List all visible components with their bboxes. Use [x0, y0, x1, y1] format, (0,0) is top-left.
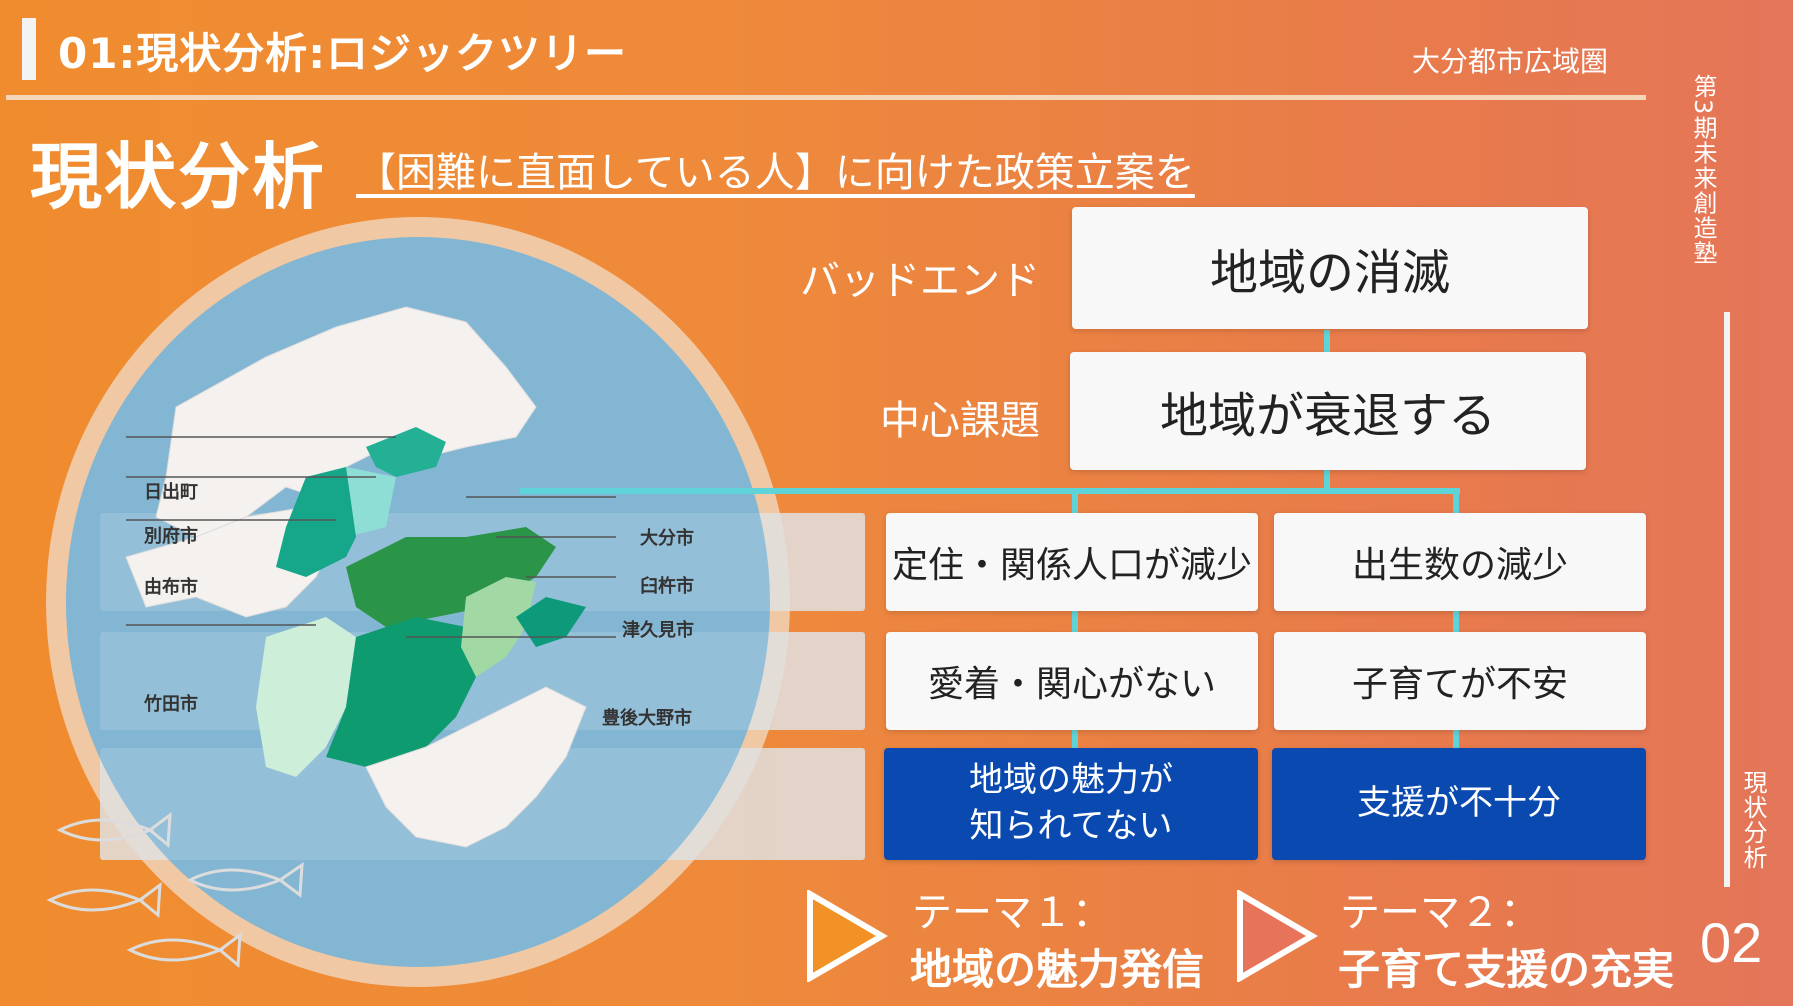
map-label-hiji: 日出町 — [144, 482, 198, 503]
map-tsukumi — [516, 597, 586, 647]
cause-box-left-2: 愛着・関心がない — [886, 632, 1258, 730]
map-label-beppu: 別府市 — [144, 526, 198, 547]
map-usuki — [461, 577, 536, 677]
header-accent-bar — [22, 18, 36, 80]
theme1-triangle-icon — [807, 890, 888, 982]
region-label: 大分都市広域圏 — [1412, 45, 1609, 78]
slide-title: 01:現状分析:ロジックツリー — [58, 29, 628, 78]
map-takeda — [256, 617, 356, 777]
theme2-name: 子育て支援の充実 — [1338, 945, 1675, 994]
map-label-oita: 大分市 — [640, 528, 694, 549]
connector-right-col — [1453, 488, 1459, 748]
connector-2 — [1324, 470, 1330, 490]
root-cause-box-right: 支援が不十分 — [1272, 748, 1646, 860]
connector-left-col — [1072, 488, 1078, 748]
header-divider — [6, 95, 1646, 100]
map-label-bungo-ono: 豊後大野市 — [602, 708, 692, 729]
connector-1 — [1324, 330, 1330, 352]
map-label-yufu: 由布市 — [144, 577, 198, 598]
bad-end-label: バッドエンド — [800, 258, 1040, 304]
map-south-region — [365, 686, 587, 848]
cause-box-left-1: 定住・関係人口が減少 — [886, 513, 1258, 611]
theme1-name: 地域の魅力発信 — [910, 945, 1205, 994]
map-label-takeda: 竹田市 — [144, 694, 198, 715]
theme2-label: テーマ２： — [1340, 890, 1540, 936]
map-bungo-ono — [326, 617, 476, 767]
oita-map — [66, 237, 770, 967]
cause-box-right-2: 子育てが不安 — [1274, 632, 1646, 730]
cause-box-right-1: 出生数の減少 — [1274, 513, 1646, 611]
core-issue-label: 中心課題 — [880, 398, 1040, 444]
map-yufu — [276, 467, 356, 577]
section-title: 現状分析 — [30, 135, 327, 219]
theme1-label: テーマ１： — [912, 890, 1112, 936]
side-divider — [1724, 312, 1730, 887]
connector-horizontal — [520, 488, 1460, 494]
core-issue-box: 地域が衰退する — [1070, 352, 1586, 470]
bad-end-box: 地域の消滅 — [1072, 207, 1588, 329]
page-number: 02 — [1700, 911, 1763, 974]
section-subtitle: 【困難に直面している人】に向けた政策立案を — [356, 150, 1195, 196]
theme2-triangle-icon — [1237, 890, 1318, 982]
organization-label: 第3期未来創造塾 — [1689, 74, 1717, 266]
map-hiji — [366, 427, 446, 477]
fish-decoration-icon — [46, 811, 304, 969]
root-cause-box-left: 地域の魅力が 知られてない — [884, 748, 1258, 860]
map-oita — [346, 527, 556, 627]
map-label-tsukumi: 津久見市 — [622, 620, 694, 641]
section-vertical-label: 現状分析 — [1739, 770, 1767, 870]
map-label-usuki: 臼杵市 — [640, 576, 694, 597]
